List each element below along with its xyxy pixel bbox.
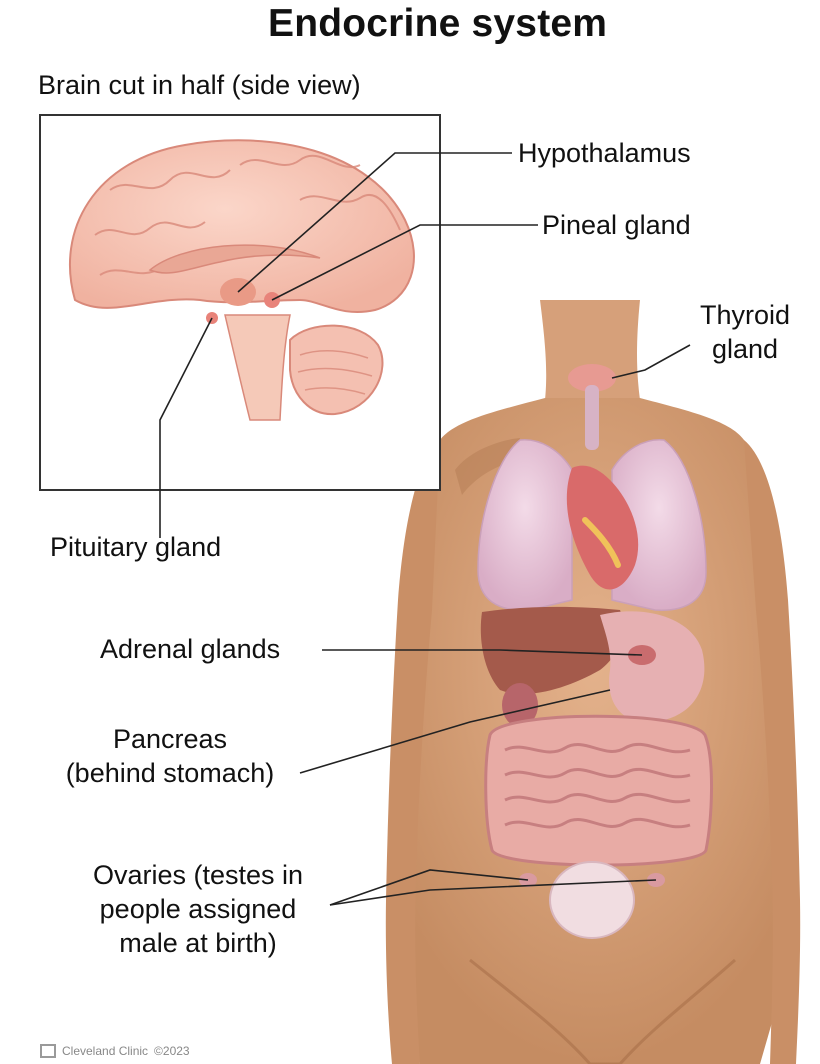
credit-copyright: ©2023 <box>154 1044 190 1058</box>
bladder <box>550 862 634 938</box>
label-hypothalamus: Hypothalamus <box>518 136 691 170</box>
credit-line: Cleveland Clinic ©2023 <box>40 1040 190 1062</box>
label-pineal-gland: Pineal gland <box>542 208 691 242</box>
intestines <box>486 716 712 865</box>
label-pancreas-line-1: Pancreas <box>40 722 300 756</box>
label-pituitary-gland: Pituitary gland <box>50 530 221 564</box>
label-thyroid-gland: Thyroid gland <box>690 298 800 366</box>
label-pancreas-line-2: (behind stomach) <box>40 756 300 790</box>
label-ovaries-line-1: Ovaries (testes in <box>58 858 338 892</box>
human-body <box>386 300 800 1064</box>
diagram-title: Endocrine system <box>268 2 607 46</box>
cleveland-clinic-logo-icon <box>40 1044 56 1058</box>
trachea <box>585 385 599 450</box>
label-pancreas: Pancreas (behind stomach) <box>40 722 300 790</box>
inset-caption: Brain cut in half (side view) <box>38 70 361 101</box>
label-adrenal-glands: Adrenal glands <box>100 632 280 666</box>
label-ovaries-line-3: male at birth) <box>58 926 338 960</box>
credit-source: Cleveland Clinic <box>62 1044 148 1058</box>
label-ovaries-line-2: people assigned <box>58 892 338 926</box>
label-thyroid-line-1: Thyroid <box>690 298 800 332</box>
label-thyroid-line-2: gland <box>690 332 800 366</box>
label-ovaries: Ovaries (testes in people assigned male … <box>58 858 338 960</box>
